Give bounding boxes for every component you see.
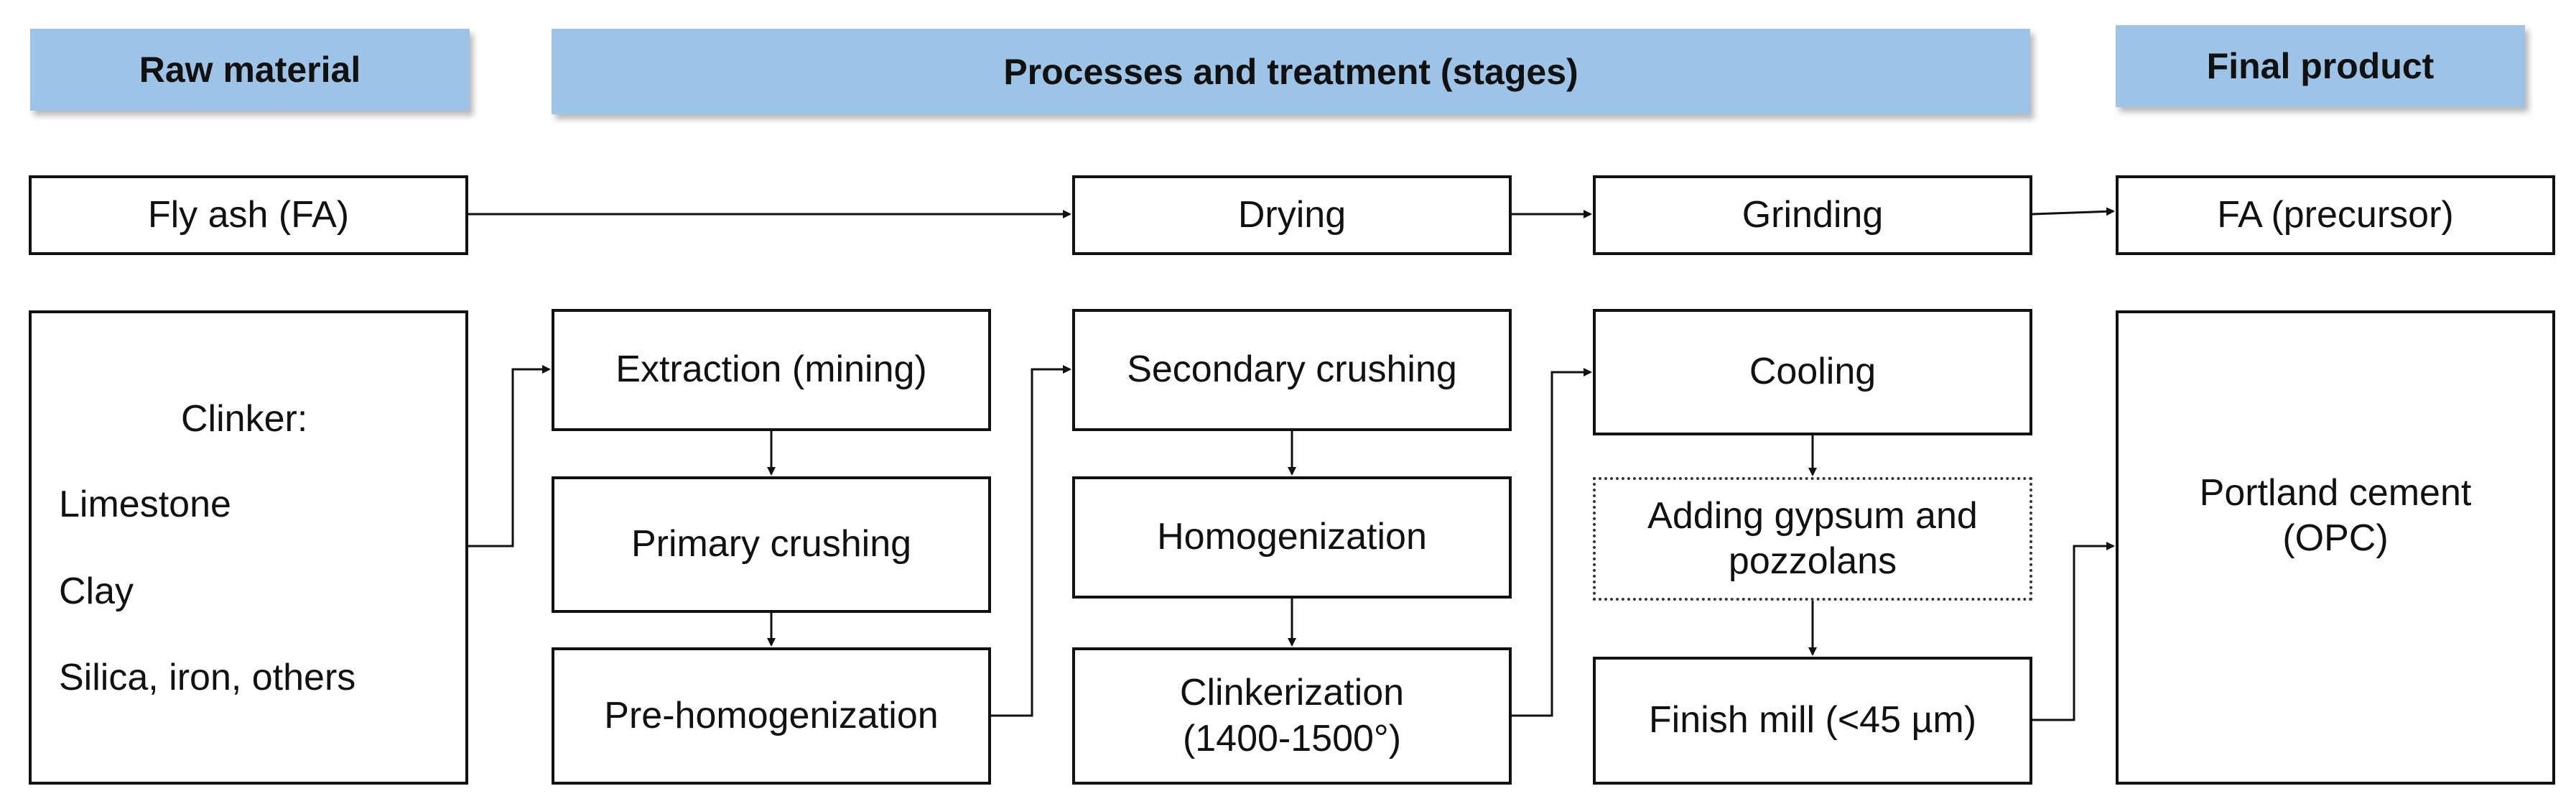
portland-cement-box: Portland cement (OPC) <box>2116 310 2555 785</box>
drying-box: Drying <box>1072 175 1512 255</box>
secondary-crushing-label: Secondary crushing <box>1127 348 1457 391</box>
adding-gypsum-label: Adding gypsum and pozzolans <box>1647 494 1978 582</box>
finish-mill-label: Finish mill (<45 µm) <box>1648 699 1977 741</box>
grinding-label: Grinding <box>1742 193 1884 236</box>
drying-label: Drying <box>1237 193 1347 236</box>
secondary-crushing-box: Secondary crushing <box>1072 309 1512 431</box>
arrow-finishmill-to-opc <box>2032 542 2115 721</box>
fa-precursor-label: FA (precursor) <box>2217 193 2454 236</box>
clinker-box: Clinker: Limestone Clay Silica, iron, ot… <box>29 310 468 785</box>
adding-gypsum-box: Adding gypsum and pozzolans <box>1593 477 2032 601</box>
clinkerization-box: Clinkerization (1400-1500°) <box>1072 647 1512 785</box>
pre-homogenization-label: Pre-homogenization <box>604 694 939 736</box>
extraction-label: Extraction (mining) <box>615 348 927 391</box>
arrow-clinkerization-to-cooling <box>1512 368 1592 717</box>
cooling-label: Cooling <box>1749 351 1877 393</box>
arrow-clinker-to-extraction <box>468 365 551 547</box>
header-processes: Processes and treatment (stages) <box>552 29 2030 114</box>
clinker-item-clay: Clay <box>59 570 134 612</box>
homogenization-box: Homogenization <box>1072 476 1512 599</box>
fa-precursor-box: FA (precursor) <box>2116 175 2555 255</box>
arrow-prehomog-to-secondary <box>991 365 1071 717</box>
primary-crushing-label: Primary crushing <box>631 523 912 565</box>
clinker-title: Clinker: <box>181 398 308 440</box>
extraction-box: Extraction (mining) <box>552 309 991 431</box>
fly-ash-box: Fly ash (FA) <box>29 175 468 255</box>
header-final-product: Final product <box>2116 25 2525 107</box>
header-processes-label: Processes and treatment (stages) <box>1003 51 1578 92</box>
arrow-grinding-to-fa <box>2032 207 2115 216</box>
fly-ash-label: Fly ash (FA) <box>147 193 350 236</box>
portland-cement-label: Portland cement (OPC) <box>2199 471 2472 559</box>
header-raw-material: Raw material <box>30 29 470 111</box>
cooling-box: Cooling <box>1593 309 2032 435</box>
grinding-box: Grinding <box>1593 175 2032 255</box>
clinker-item-limestone: Limestone <box>59 484 231 526</box>
header-final-product-label: Final product <box>2206 46 2435 86</box>
clinker-item-silica: Silica, iron, others <box>59 657 356 699</box>
pre-homogenization-box: Pre-homogenization <box>552 647 991 785</box>
clinkerization-label: Clinkerization (1400-1500°) <box>1179 672 1405 759</box>
primary-crushing-box: Primary crushing <box>552 476 991 613</box>
header-raw-material-label: Raw material <box>139 50 361 90</box>
homogenization-label: Homogenization <box>1157 516 1427 558</box>
finish-mill-box: Finish mill (<45 µm) <box>1593 657 2032 785</box>
